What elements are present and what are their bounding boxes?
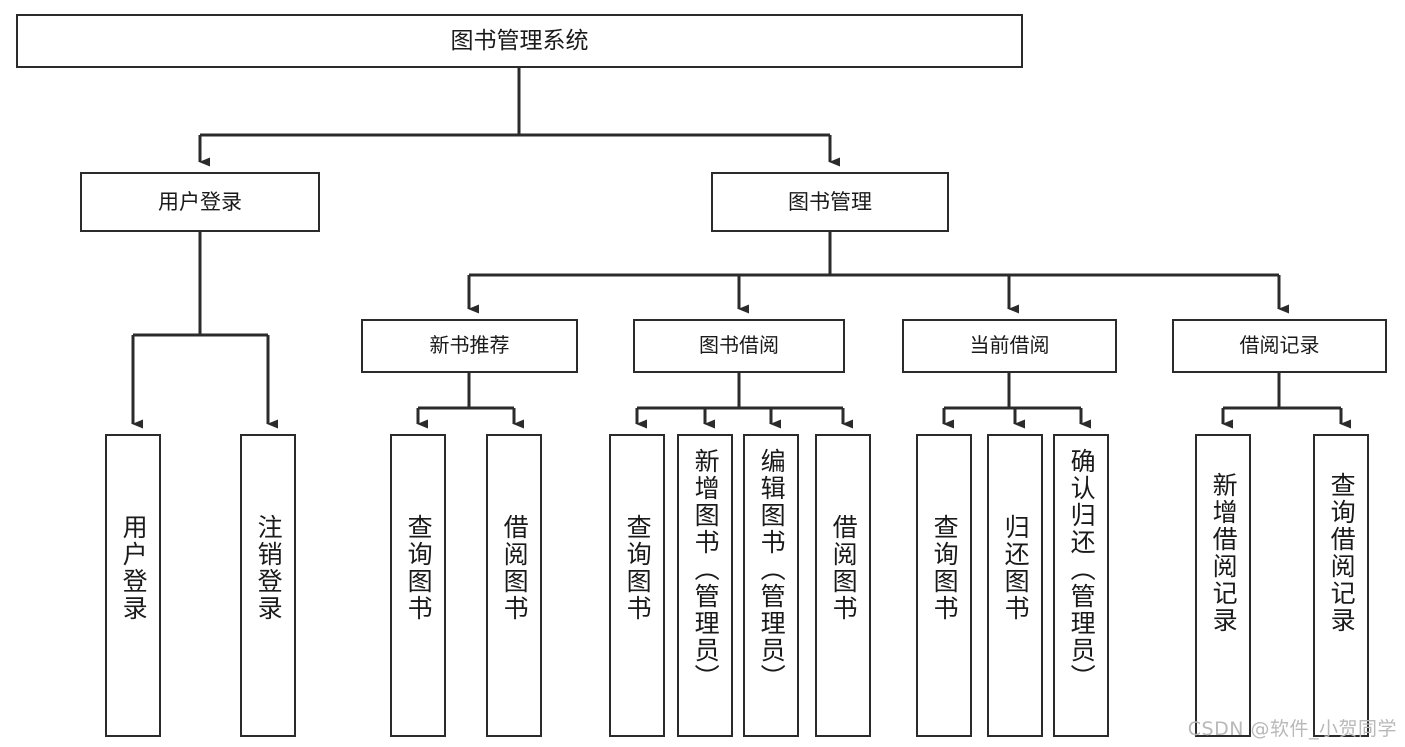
node-label: 编辑图书（管理员） [757,448,787,691]
leaf-add-borrow-record[interactable]: 新增借阅记录 [1195,434,1251,737]
node-label: 查询图书 [623,514,653,622]
watermark-text: CSDN @软件_小贺同学 [1187,718,1397,740]
node-label: 新增借阅记录 [1209,472,1239,634]
node-label: 归还图书 [1001,514,1031,622]
node-new-book-recommend[interactable]: 新书推荐 [361,319,578,373]
leaf-edit-book-admin[interactable]: 编辑图书（管理员） [743,434,799,737]
node-borrow-record[interactable]: 借阅记录 [1172,319,1387,373]
leaf-query-book-borrow[interactable]: 查询图书 [609,434,665,737]
node-label: 用户登录 [158,189,242,214]
node-label: 用户登录 [119,514,149,622]
leaf-return-book[interactable]: 归还图书 [987,434,1043,737]
node-label: 新书推荐 [429,333,510,358]
leaf-borrow-book[interactable]: 借阅图书 [815,434,871,737]
leaf-confirm-return-admin[interactable]: 确认归还（管理员） [1053,434,1109,737]
node-current-borrow[interactable]: 当前借阅 [902,319,1117,373]
node-book-management[interactable]: 图书管理 [711,172,949,232]
leaf-logout[interactable]: 注销登录 [240,434,296,737]
node-label: 确认归还（管理员） [1067,448,1097,691]
node-user-login[interactable]: 用户登录 [80,172,320,232]
node-label: 借阅图书 [829,514,859,622]
node-label: 借阅记录 [1239,333,1320,358]
node-label: 查询借阅记录 [1327,472,1357,634]
leaf-add-book-admin[interactable]: 新增图书（管理员） [677,434,733,737]
node-root-system[interactable]: 图书管理系统 [16,14,1023,68]
leaf-query-book-recommend[interactable]: 查询图书 [390,434,446,737]
node-label: 查询图书 [930,514,960,622]
node-label: 图书管理系统 [450,27,589,54]
node-label: 注销登录 [254,514,284,622]
node-label: 图书管理 [788,189,872,214]
leaf-query-borrow-record[interactable]: 查询借阅记录 [1313,434,1369,737]
node-label: 当前借阅 [969,333,1050,358]
node-book-borrow[interactable]: 图书借阅 [633,319,845,373]
leaf-user-login[interactable]: 用户登录 [105,434,161,737]
leaf-query-book-current[interactable]: 查询图书 [916,434,972,737]
node-label: 图书借阅 [699,333,779,358]
leaf-borrow-book-recommend[interactable]: 借阅图书 [486,434,542,737]
node-label: 新增图书（管理员） [691,448,721,691]
node-label: 借阅图书 [500,514,530,622]
node-label: 查询图书 [404,514,434,622]
